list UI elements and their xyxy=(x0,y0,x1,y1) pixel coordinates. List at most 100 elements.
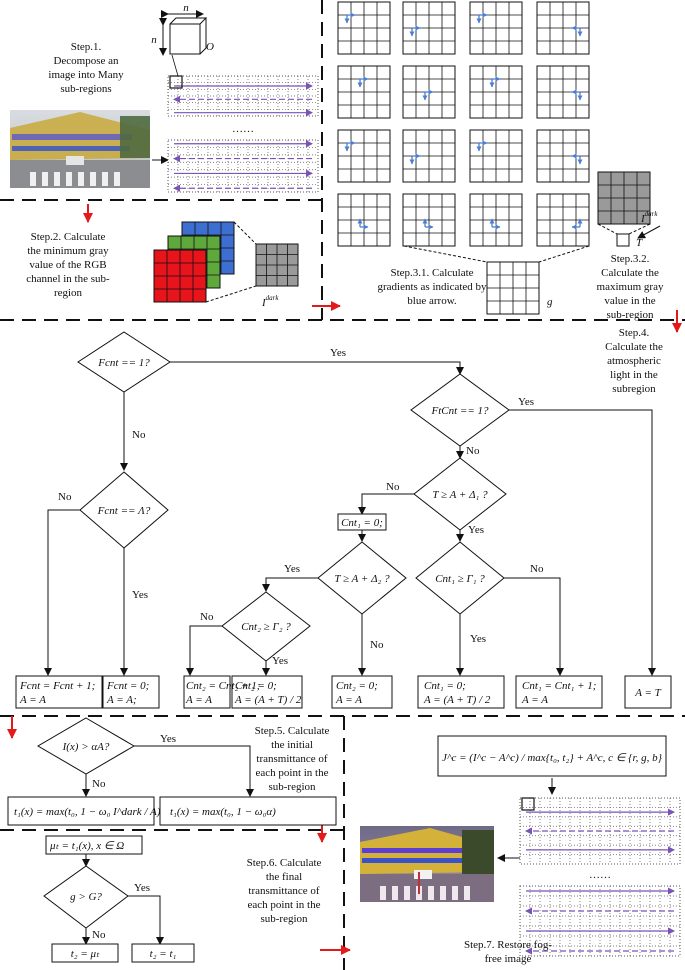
step5-line5: sub-region xyxy=(268,781,316,793)
text-cnt1-ge-gamma1: Cnt₁ ≥ Γ₁ ? xyxy=(435,573,485,585)
label-yes-5: Yes xyxy=(284,563,300,575)
edge-IxA-yes xyxy=(134,745,254,797)
text-ftcnt-eq-1: FtCnt == 1? xyxy=(430,405,489,417)
box-t1-right xyxy=(159,796,337,826)
step4-line5: subregion xyxy=(612,383,656,395)
box-t2-left xyxy=(51,943,119,963)
text-t1-right: t₁(x) = max(t₀, 1 − ω₀α) xyxy=(170,806,276,818)
max-value-box xyxy=(616,233,630,247)
max-connector-right xyxy=(628,223,651,235)
step5-line4: each point in the xyxy=(255,767,328,779)
step6-line4: each point in the xyxy=(247,899,320,911)
box7-line2: A = A xyxy=(521,694,548,706)
text-cnt2-ge-gamma2: Cnt₂ ≥ Γ₂ ? xyxy=(241,621,291,633)
step5-line1: Step.5. Calculate xyxy=(255,725,330,737)
box2-line1: Fcnt = 0; xyxy=(106,680,149,692)
text-Ix-gt-alphaA: I(x) > αA? xyxy=(62,741,110,753)
text-fcnt-eq-lambda: Fcnt == Λ? xyxy=(97,505,151,517)
step32-line5: sub-region xyxy=(606,309,654,321)
decision-cnt2-ge-gamma2 xyxy=(221,591,311,662)
box1-line2: A = A xyxy=(19,694,46,706)
box1-line1: Fcnt = Fcnt + 1; xyxy=(19,680,95,692)
label-yes-6: Yes xyxy=(470,633,486,645)
box3-line1: Cnt₂ = Cnt₂ + 1; xyxy=(186,680,260,692)
box-cnt1-zero-avg xyxy=(417,675,505,709)
step6-line5: sub-region xyxy=(260,913,308,925)
subregion-marker-2 xyxy=(521,797,535,811)
dotted-grid-restore-top xyxy=(519,797,681,865)
step4-line1: Step.4. xyxy=(619,327,650,339)
step2-group: Idark Step.2. Calculate the minimum gray… xyxy=(26,221,299,309)
box-mu xyxy=(45,835,143,855)
dark-connector-top xyxy=(233,221,257,245)
box-restore-formula xyxy=(437,735,667,777)
step2-line1: Step.2. Calculate xyxy=(31,231,106,243)
foggy-image xyxy=(10,110,150,188)
subregion-cube xyxy=(159,10,208,56)
step4-line4: light in the xyxy=(610,369,658,381)
box-cnt2-inc xyxy=(183,675,231,709)
text-T-ge-A-delta2: T ≥ A + Δ₂ ? xyxy=(334,573,390,585)
text-t2-left: t₂ = μₜ xyxy=(71,948,100,960)
step4-group: Step.4. Calculate the atmospheric light … xyxy=(15,327,672,709)
box7-line1: Cnt₁ = Cnt₁ + 1; xyxy=(522,680,596,692)
label-no-8: No xyxy=(92,778,106,790)
label-no-3: No xyxy=(58,491,72,503)
step1-group: n n O …… Step.1. Decompose an image into… xyxy=(10,2,319,193)
g-connector-left xyxy=(403,245,488,263)
step7-group: J^c = (I^c − A^c) / max{t₀, t₂} + A^c, c… xyxy=(360,735,681,965)
step1-line3: image into Many xyxy=(48,69,124,81)
text-g-gt-G: g > G? xyxy=(70,891,102,903)
ellipsis-dots: …… xyxy=(232,123,254,135)
box5-line1: Cnt₂ = 0; xyxy=(336,680,378,692)
label-O: O xyxy=(206,41,214,53)
decision-g-gt-G xyxy=(43,865,129,929)
text-t1-left: t₁(x) = max(t₀, 1 − ω₀ I^dark / A) xyxy=(14,806,161,818)
box4-line2: A = (A + T) / 2 xyxy=(234,694,302,706)
step3-group: g T Idark Step.3.1. Calculate gradients … xyxy=(337,1,664,321)
grid-bottom-frame xyxy=(167,139,319,193)
step2-line3: value of the RGB xyxy=(29,259,106,271)
step7-line2: free image xyxy=(485,953,532,965)
label-n-left: n xyxy=(151,34,157,46)
label-yes-2: Yes xyxy=(518,396,534,408)
step31-line1: Step.3.1. Calculate xyxy=(390,267,473,279)
step6-line1: Step.6. Calculate xyxy=(247,857,322,869)
arrow-I-dark-to-T xyxy=(637,225,661,239)
step32-line3: maximum gray xyxy=(597,281,664,293)
step4-line2: Calculate the xyxy=(605,341,663,353)
gradient-result-grid xyxy=(403,245,590,315)
ellipsis-dots-2: …… xyxy=(589,869,611,881)
fog-free-image xyxy=(360,826,494,902)
step5-line3: transmittance of xyxy=(256,753,328,765)
label-yes-3: Yes xyxy=(132,589,148,601)
step1-line2: Decompose an xyxy=(53,55,119,67)
box2-line2: A = A; xyxy=(106,694,137,706)
step5-line2: the initial xyxy=(271,739,313,751)
text-restore-formula: J^c = (I^c − A^c) / max{t₀, t₂} + A^c, c… xyxy=(442,752,663,764)
box-fcnt-inc xyxy=(15,675,103,709)
step5-group: I(x) > αA? Yes No t₁(x) = max(t₀, 1 − ω₀… xyxy=(7,717,337,826)
subregion-marker xyxy=(169,75,183,89)
label-yes-4: Yes xyxy=(468,524,484,536)
dark-connector-bottom xyxy=(205,285,257,303)
decision-fcnt-eq-1 xyxy=(77,331,171,393)
step4-line3: atmospheric xyxy=(607,355,661,367)
label-yes-8: Yes xyxy=(160,733,176,745)
gradient-grid-array xyxy=(337,1,590,247)
label-no-6: No xyxy=(530,563,544,575)
label-no-5: No xyxy=(370,639,384,651)
label-T: T xyxy=(636,237,643,249)
box-cnt1-inc xyxy=(515,675,603,709)
decision-ftcnt-eq-1 xyxy=(410,373,510,447)
box-t2-right xyxy=(131,943,195,963)
step32-line4: value in the xyxy=(604,295,655,307)
step31-line2: gradients as indicated by xyxy=(377,281,487,293)
edge-fcnt1-yes xyxy=(170,361,464,375)
decision-T-ge-A-delta2 xyxy=(317,541,407,615)
edge-ftcnt-yes xyxy=(509,409,656,676)
box-A-eq-T xyxy=(624,675,672,709)
step2-line5: region xyxy=(54,287,83,299)
step2-line2: the minimum gray xyxy=(27,245,109,257)
